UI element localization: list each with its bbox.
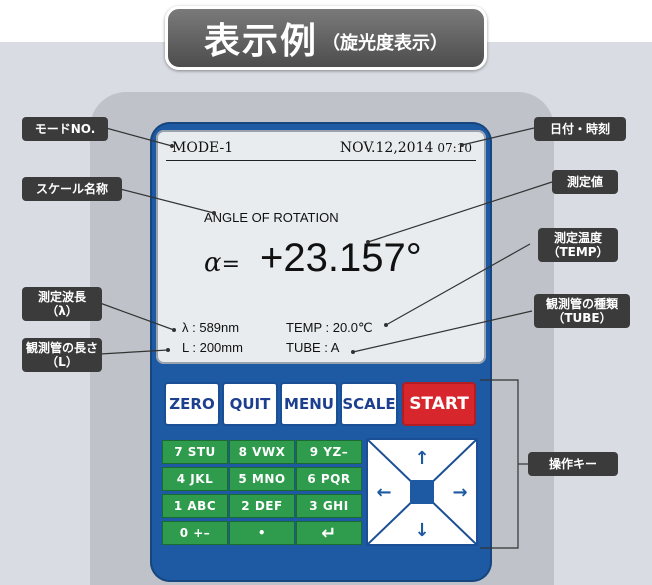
key-4[interactable]: 4 JKL [162, 467, 228, 491]
time-value: 07:10 [437, 141, 472, 155]
dpad-center[interactable] [410, 480, 434, 504]
scale-button[interactable]: SCALE [340, 382, 398, 426]
callout-scale-name: スケール名称 [22, 177, 122, 201]
header-divider [166, 160, 476, 161]
key-7[interactable]: 7 STU [162, 440, 228, 464]
key-5[interactable]: 5 MNO [229, 467, 295, 491]
alpha-label: α= [204, 248, 240, 278]
callout-measured-value-text: 測定値 [566, 175, 603, 189]
callout-scale-name-text: スケール名称 [35, 182, 108, 196]
callout-wavelength: 測定波長（λ） [22, 287, 102, 321]
alpha-equals: = [221, 252, 240, 277]
quit-button[interactable]: QUIT [222, 382, 278, 426]
tube-readout: TUBE : A [286, 340, 340, 355]
callout-tube-length-line1: 観測管の長さ [25, 341, 98, 355]
callout-mode-no: モードNO. [22, 117, 108, 141]
length-readout: L : 200mm [182, 340, 243, 355]
key-9[interactable]: 9 YZ– [296, 440, 362, 464]
arrow-right-icon[interactable]: → [452, 482, 467, 503]
zero-button[interactable]: ZERO [164, 382, 220, 426]
arrow-down-icon[interactable]: ↓ [414, 520, 429, 541]
key-2[interactable]: 2 DEF [229, 494, 295, 518]
enter-key[interactable]: ↵ [296, 521, 362, 545]
dpad-graphic: ↑ ↓ ← → [367, 439, 477, 545]
key-8[interactable]: 8 VWX [229, 440, 295, 464]
key-0[interactable]: 0 +– [162, 521, 228, 545]
callout-measured-value: 測定値 [552, 170, 618, 194]
alpha-symbol: α [204, 248, 222, 278]
callout-tube-length-line2: （L） [46, 355, 78, 369]
date-value: NOV.12,2014 [339, 140, 434, 156]
callout-datetime: 日付・時刻 [534, 117, 626, 141]
callout-tube-type-line2: （TUBE） [552, 311, 612, 325]
scale-name: ANGLE OF ROTATION [204, 210, 339, 225]
callout-wavelength-line1: 測定波長 [37, 290, 86, 304]
callout-temp: 測定温度（TEMP） [538, 228, 618, 262]
measured-value: +23.157° [260, 236, 422, 280]
callout-mode-no-text: モードNO. [34, 122, 96, 136]
callout-tube-type: 観測管の種類（TUBE） [534, 294, 630, 328]
callout-temp-line2: （TEMP） [547, 245, 609, 259]
menu-button[interactable]: MENU [280, 382, 338, 426]
arrow-up-icon[interactable]: ↑ [414, 448, 429, 469]
direction-pad: ↑ ↓ ← → [366, 438, 478, 546]
callout-temp-line1: 測定温度 [553, 231, 602, 245]
callout-operation-keys: 操作キー [528, 452, 618, 476]
arrow-left-icon[interactable]: ← [376, 482, 391, 503]
title-main: 表示例 [203, 20, 318, 62]
key-dot[interactable]: • [229, 521, 295, 545]
mode-label: MODE-1 [172, 140, 234, 156]
callout-wavelength-line2: （λ） [46, 304, 78, 318]
callout-datetime-text: 日付・時刻 [549, 122, 610, 136]
callout-operation-keys-text: 操作キー [548, 457, 597, 471]
key-6[interactable]: 6 PQR [296, 467, 362, 491]
key-3[interactable]: 3 GHI [296, 494, 362, 518]
callout-tube-type-line1: 観測管の種類 [545, 297, 618, 311]
wavelength-readout: λ : 589nm [182, 320, 240, 335]
title-subtitle: （旋光度表示） [322, 33, 448, 54]
callout-tube-length: 観測管の長さ（L） [22, 338, 102, 372]
key-1[interactable]: 1 ABC [162, 494, 228, 518]
title-banner: 表示例 （旋光度表示） [165, 6, 487, 70]
start-button[interactable]: START [402, 382, 476, 426]
temp-readout: TEMP : 20.0℃ [286, 320, 373, 335]
